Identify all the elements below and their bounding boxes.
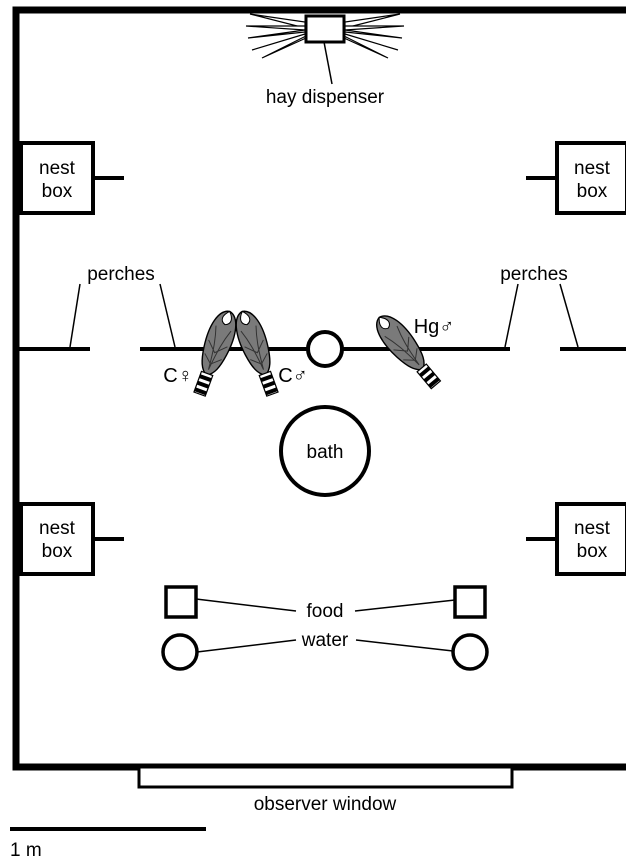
food-tray-icon xyxy=(164,585,198,619)
bath-icon xyxy=(279,405,371,497)
water-dish-icon xyxy=(161,633,199,671)
water-leader-lines xyxy=(196,639,454,653)
nest-box-icon xyxy=(555,502,626,576)
perches-label-left: perches xyxy=(87,264,155,285)
observer-window xyxy=(137,765,514,789)
perches-label-right: perches xyxy=(500,264,568,285)
observer-window-label: observer window xyxy=(254,794,397,815)
perch-post xyxy=(306,330,344,368)
bird-icon xyxy=(186,306,243,400)
bird-label-hg-male: Hg♂ xyxy=(414,316,455,338)
food-leader-lines xyxy=(195,598,456,612)
bird-icon xyxy=(229,306,286,400)
water-label: water xyxy=(301,630,349,651)
nest-box-icon xyxy=(19,502,95,576)
food-label: food xyxy=(307,601,344,622)
hay-dispenser-icon xyxy=(245,13,405,85)
bird-label-c-female: C♀ xyxy=(163,365,192,387)
scale-bar-label: 1 m xyxy=(10,840,42,859)
bath-label: bath xyxy=(307,442,344,463)
perches-leader-lines xyxy=(69,283,579,348)
food-tray-icon xyxy=(453,585,487,619)
nest-box-icon xyxy=(19,141,95,215)
bird-label-c-male: C♂ xyxy=(278,365,307,387)
enclosure-walls xyxy=(12,6,626,771)
water-dish-icon xyxy=(451,633,489,671)
hay-dispenser-label: hay dispenser xyxy=(266,87,385,108)
